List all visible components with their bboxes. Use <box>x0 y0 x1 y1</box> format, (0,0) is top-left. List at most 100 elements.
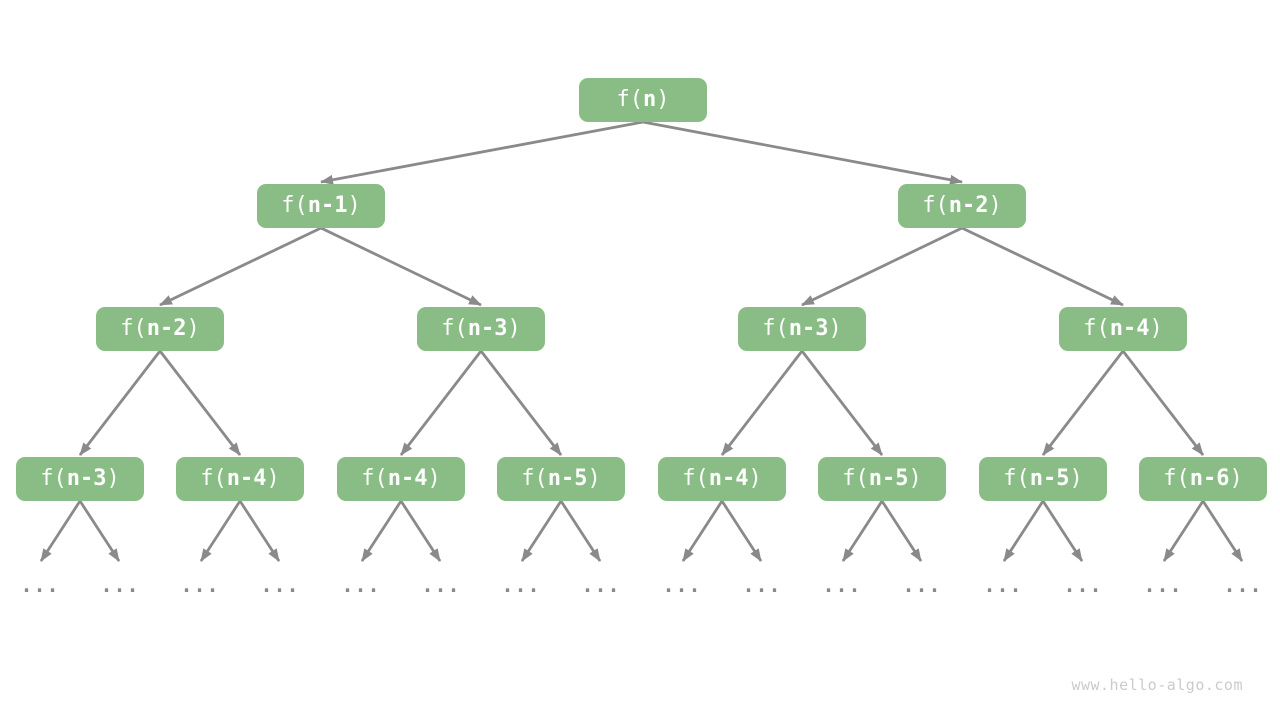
node-label-prefix: f( <box>120 316 147 341</box>
node-label-suffix: ) <box>427 466 441 491</box>
tree-node: f(n-5) <box>818 457 946 501</box>
edge-line <box>238 500 281 562</box>
ellipsis: ... <box>100 573 140 597</box>
node-label-arg: n-2 <box>146 316 187 341</box>
edge-line <box>961 226 1124 307</box>
tree-node: f(n-5) <box>497 457 625 501</box>
node-label-prefix: f( <box>1163 466 1190 491</box>
tree-node-root: f(n) <box>579 78 707 122</box>
ellipsis: ... <box>822 573 862 597</box>
edge-line <box>399 500 442 562</box>
edge-line <box>360 500 403 562</box>
node-label-suffix: ) <box>828 316 842 341</box>
node-label-arg: n-3 <box>788 316 829 341</box>
node-label-arg: n-4 <box>226 466 267 491</box>
tree-node: f(n-4) <box>176 457 304 501</box>
ellipsis: ... <box>421 573 461 597</box>
node-label-prefix: f( <box>361 466 388 491</box>
node-label-prefix: f( <box>1083 316 1110 341</box>
edge-line <box>681 500 724 562</box>
ellipsis: ... <box>1223 573 1263 597</box>
ellipsis: ... <box>1063 573 1103 597</box>
tree-node: f(n-6) <box>1139 457 1267 501</box>
edge-line <box>800 350 884 456</box>
node-label-prefix: f( <box>521 466 548 491</box>
node-label-arg: n-4 <box>1109 316 1150 341</box>
edge-line <box>39 500 82 562</box>
node-label-prefix: f( <box>682 466 709 491</box>
edge-line <box>158 350 242 456</box>
ellipsis: ... <box>662 573 702 597</box>
watermark: www.hello-algo.com <box>1071 676 1243 694</box>
ellipsis: ... <box>180 573 220 597</box>
edge-line <box>642 120 963 185</box>
edge-line <box>320 226 482 307</box>
ellipsis: ... <box>581 573 621 597</box>
node-label-arg: n-4 <box>708 466 749 491</box>
edge-line <box>520 500 563 562</box>
node-label-suffix: ) <box>748 466 762 491</box>
edge-line <box>559 500 602 562</box>
tree-node: f(n-5) <box>979 457 1107 501</box>
tree-node: f(n-1) <box>257 184 385 228</box>
node-label-prefix: f( <box>842 466 869 491</box>
node-label-arg: n-5 <box>547 466 588 491</box>
node-label-suffix: ) <box>988 193 1002 218</box>
node-label-prefix: f( <box>616 87 644 112</box>
node-label-arg: n-5 <box>1029 466 1070 491</box>
edge-line <box>399 350 483 456</box>
edge-line <box>1041 350 1125 456</box>
node-label-suffix: ) <box>908 466 922 491</box>
tree-node: f(n-2) <box>96 307 224 351</box>
edge-line <box>1041 500 1084 562</box>
ellipsis: ... <box>742 573 782 597</box>
tree-node: f(n-4) <box>658 457 786 501</box>
edge-line <box>1201 500 1244 562</box>
node-label-arg: n-2 <box>948 193 989 218</box>
node-label-arg: n <box>643 87 657 112</box>
ellipsis: ... <box>1143 573 1183 597</box>
edge-line <box>1162 500 1205 562</box>
tree-node: f(n-4) <box>1059 307 1187 351</box>
node-label-arg: n-4 <box>387 466 428 491</box>
node-label-suffix: ) <box>186 316 200 341</box>
ellipsis: ... <box>902 573 942 597</box>
ellipsis: ... <box>20 573 60 597</box>
node-label-prefix: f( <box>762 316 789 341</box>
node-label-prefix: f( <box>40 466 67 491</box>
edge-line <box>78 350 162 456</box>
ellipsis: ... <box>983 573 1023 597</box>
edge-line <box>720 350 804 456</box>
node-label-prefix: f( <box>200 466 227 491</box>
node-label-arg: n-3 <box>66 466 107 491</box>
node-label-suffix: ) <box>507 316 521 341</box>
node-label-arg: n-3 <box>467 316 508 341</box>
edge-line <box>801 226 963 307</box>
node-label-arg: n-1 <box>307 193 348 218</box>
node-label-suffix: ) <box>106 466 120 491</box>
edge-line <box>479 350 563 456</box>
ellipsis: ... <box>260 573 300 597</box>
edge-line <box>199 500 242 562</box>
edge-line <box>320 120 644 185</box>
node-label-arg: n-6 <box>1189 466 1230 491</box>
node-label-prefix: f( <box>441 316 468 341</box>
tree-node: f(n-4) <box>337 457 465 501</box>
edge-line <box>78 500 121 562</box>
ellipsis: ... <box>501 573 541 597</box>
ellipsis: ... <box>341 573 381 597</box>
node-label-arg: n-5 <box>868 466 909 491</box>
node-label-suffix: ) <box>656 87 670 112</box>
node-label-suffix: ) <box>587 466 601 491</box>
node-label-suffix: ) <box>1229 466 1243 491</box>
tree-node: f(n-3) <box>417 307 545 351</box>
edge-line <box>159 226 322 307</box>
tree-node: f(n-2) <box>898 184 1026 228</box>
node-label-prefix: f( <box>281 193 308 218</box>
node-label-suffix: ) <box>266 466 280 491</box>
tree-node: f(n-3) <box>16 457 144 501</box>
node-label-suffix: ) <box>347 193 361 218</box>
edge-line <box>1121 350 1205 456</box>
edge-line <box>720 500 763 562</box>
node-label-suffix: ) <box>1149 316 1163 341</box>
